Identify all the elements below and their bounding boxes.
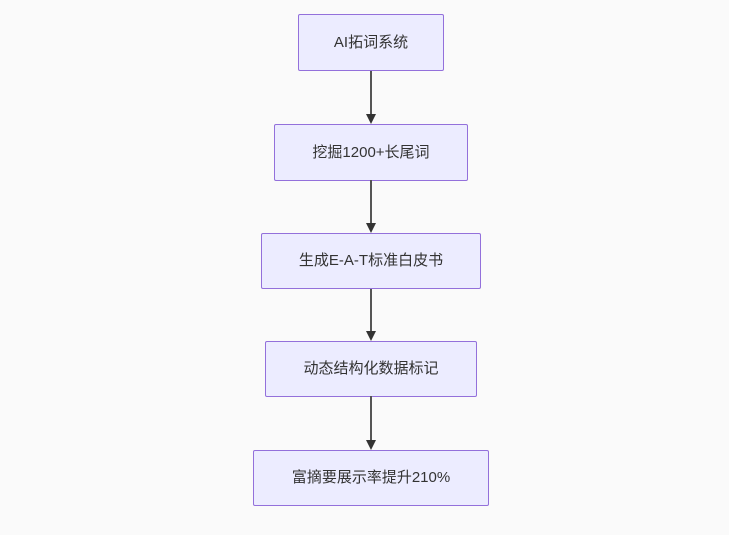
flow-arrow-1 [366, 71, 376, 124]
flow-arrow-4 [366, 396, 376, 450]
arrowhead-icon [366, 223, 376, 233]
node-label: 动态结构化数据标记 [303, 360, 439, 377]
arrow-line [370, 396, 372, 440]
flow-arrow-2 [366, 180, 376, 233]
flowchart-node-longtail-mining: 挖掘1200+长尾词 [274, 124, 468, 181]
node-label: 富摘要展示率提升210% [291, 469, 451, 486]
flowchart-node-structured-data: 动态结构化数据标记 [265, 341, 477, 397]
flow-arrow-3 [366, 289, 376, 341]
arrowhead-icon [366, 114, 376, 124]
flowchart-node-ai-word-system: AI拓词系统 [298, 14, 444, 71]
arrowhead-icon [366, 331, 376, 341]
flowchart-node-rich-snippet-result: 富摘要展示率提升210% [253, 450, 489, 506]
flowchart-node-eat-whitepaper: 生成E-A-T标准白皮书 [261, 233, 481, 289]
node-label: AI拓词系统 [333, 33, 409, 51]
arrow-line [370, 289, 372, 331]
arrow-line [370, 180, 372, 223]
node-label: 挖掘1200+长尾词 [312, 143, 430, 161]
node-label: 生成E-A-T标准白皮书 [298, 252, 444, 269]
arrow-line [370, 71, 372, 114]
arrowhead-icon [366, 440, 376, 450]
